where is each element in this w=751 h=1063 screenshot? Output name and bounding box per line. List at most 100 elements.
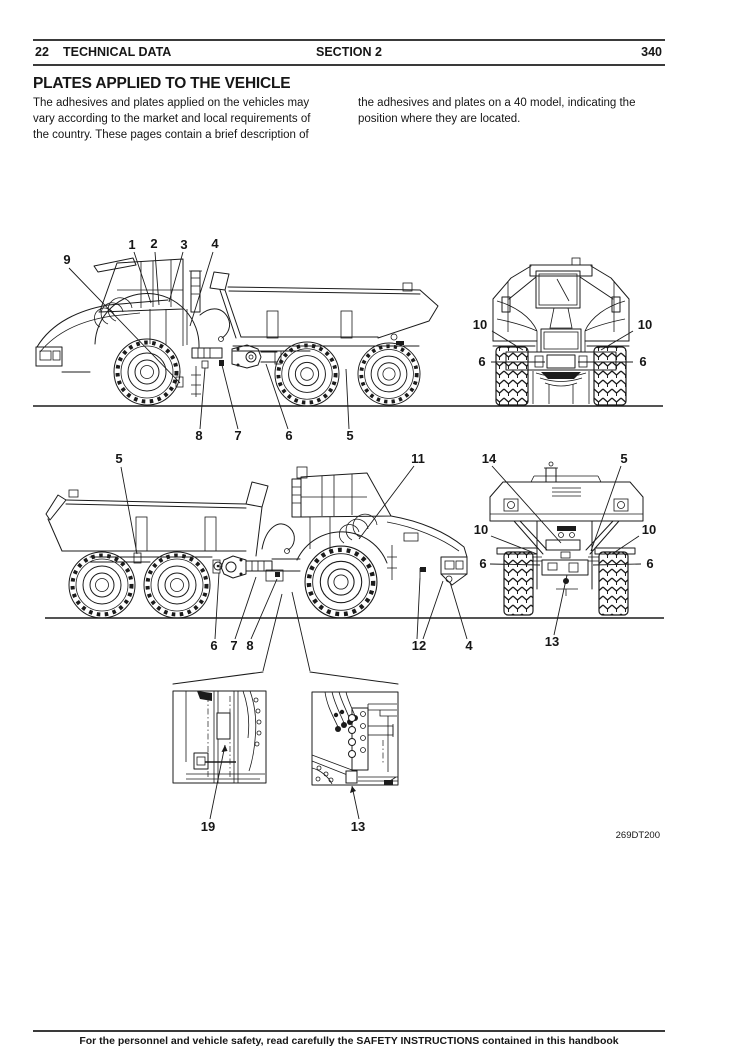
cab-lower-panels	[149, 309, 188, 346]
callout-label: 11	[411, 451, 425, 466]
vent-slats	[552, 487, 581, 497]
callout-label: 5	[620, 451, 627, 466]
callout-label: 10	[638, 317, 652, 332]
cab-ladder	[191, 366, 201, 397]
right-tire	[598, 551, 629, 616]
header-page-number-right: 340	[641, 45, 662, 59]
paragraph-left-column: The adhesives and plates applied on the …	[33, 95, 310, 143]
right-mirror	[611, 296, 621, 313]
page-title: PLATES APPLIED TO THE VEHICLE	[33, 75, 291, 92]
clevis-bracket	[193, 752, 209, 770]
detail-box-left	[172, 690, 267, 784]
paragraph-line: vary according to the market and local r…	[33, 113, 311, 125]
callout-label: 13	[545, 634, 559, 649]
hitch-cylinder	[245, 560, 273, 572]
plate-target-4	[445, 575, 453, 583]
arm-details	[387, 716, 394, 772]
frame-struts	[513, 520, 620, 555]
front-skid	[440, 573, 468, 586]
callout-label: 4	[211, 236, 219, 251]
callout-label: 10	[473, 317, 487, 332]
body-rear-panel	[489, 481, 644, 522]
callout-label: 6	[285, 428, 292, 443]
body-stiffener	[266, 310, 279, 339]
figure-reference-code: 269DT200	[615, 830, 660, 841]
upper-bracket	[367, 703, 397, 717]
snorkel-head	[296, 466, 308, 479]
cab-visor	[93, 257, 137, 273]
callout-label: 3	[180, 237, 187, 252]
tail-light	[390, 333, 398, 341]
fork-pin	[245, 351, 257, 363]
left-mirror	[501, 296, 511, 313]
callout-label: 8	[246, 638, 253, 653]
plate-target-5	[560, 551, 571, 559]
detail-box-right	[311, 691, 399, 786]
callout-label: 5	[346, 428, 353, 443]
callout-label: 6	[646, 556, 653, 571]
inset-pointer-lines	[262, 591, 311, 672]
plate-target-7	[219, 360, 224, 366]
intake-hose	[199, 308, 231, 339]
body-top-rail	[227, 286, 421, 295]
rail-box	[402, 282, 413, 292]
body-rear-tail	[45, 494, 67, 521]
windshield-inner	[538, 273, 578, 306]
body-rear-tail	[240, 289, 439, 339]
front-bumper	[440, 556, 468, 575]
leader-line	[209, 744, 226, 820]
callout-label: 14	[482, 451, 497, 466]
tail-bracket	[396, 341, 404, 345]
grille-inner	[543, 331, 579, 350]
body-stiffener	[204, 516, 217, 552]
support-arm	[367, 725, 394, 736]
side-view-front-illustration: 9 1 2 3 4 8 7 6 5	[35, 236, 439, 443]
axle-lines	[532, 556, 599, 562]
top-deck	[530, 475, 602, 483]
callout-label: 6	[639, 354, 646, 369]
hood-vent	[403, 532, 419, 542]
exhaust-pipe	[545, 467, 557, 483]
callout-label: 7	[230, 638, 237, 653]
plate-target-19	[216, 712, 231, 740]
hitch-bars	[260, 351, 278, 363]
lower-center-body	[532, 371, 590, 404]
body-front-wall	[219, 289, 242, 339]
header-top-rule	[33, 39, 665, 41]
paragraph-line: position where they are located.	[358, 113, 521, 125]
body-shell	[492, 265, 630, 342]
front-underbody	[35, 365, 91, 373]
hood-inner-line	[386, 521, 460, 552]
bracket-wedge	[197, 691, 212, 701]
callout-label: 5	[115, 451, 122, 466]
mirror-arms	[508, 276, 614, 300]
callout-label: 6	[478, 354, 485, 369]
chassis-rails	[232, 345, 420, 352]
spill-guard	[245, 481, 269, 557]
front-fender-arc	[94, 293, 200, 348]
beacon	[571, 257, 581, 266]
hood-outline	[390, 515, 468, 573]
hitch-cylinder	[191, 347, 223, 359]
cab-base	[537, 307, 580, 329]
hitch-bars	[271, 558, 301, 572]
bumper-plate	[39, 350, 52, 361]
leader-line	[68, 251, 350, 430]
callout-label: 1	[128, 237, 135, 252]
side-pods	[496, 300, 626, 352]
left-tire	[503, 551, 534, 616]
rear-wheel	[356, 341, 422, 407]
plate-target-8	[201, 360, 209, 369]
under-bumper-shadow	[541, 372, 581, 379]
callout-label: 6	[210, 638, 217, 653]
cab-outline	[98, 258, 184, 313]
cab-window-bars	[301, 474, 367, 516]
plate-target-6	[212, 559, 221, 574]
hood-inner-line	[39, 312, 141, 353]
body-stiffener	[340, 310, 353, 339]
articulation-fork	[220, 555, 247, 579]
hose-fitting	[218, 336, 224, 342]
header-page-number: 22	[35, 45, 49, 59]
